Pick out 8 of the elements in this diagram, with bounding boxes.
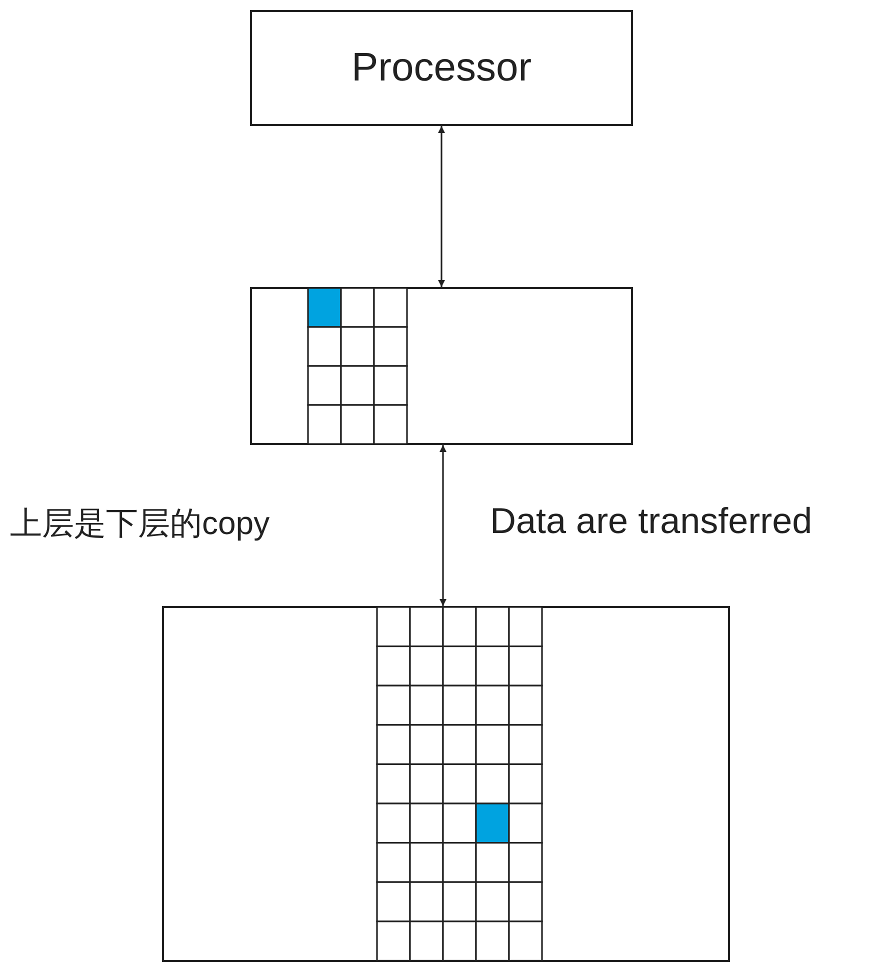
node-label: Processor bbox=[351, 46, 532, 90]
memory-box bbox=[250, 287, 633, 445]
note-text: 上层是下层的copy bbox=[10, 504, 270, 543]
memory-box bbox=[162, 606, 730, 962]
double-arrow bbox=[440, 445, 446, 606]
edge-label: Data are transferred bbox=[490, 500, 812, 542]
double-arrow bbox=[438, 126, 445, 287]
processor-box bbox=[250, 10, 633, 126]
